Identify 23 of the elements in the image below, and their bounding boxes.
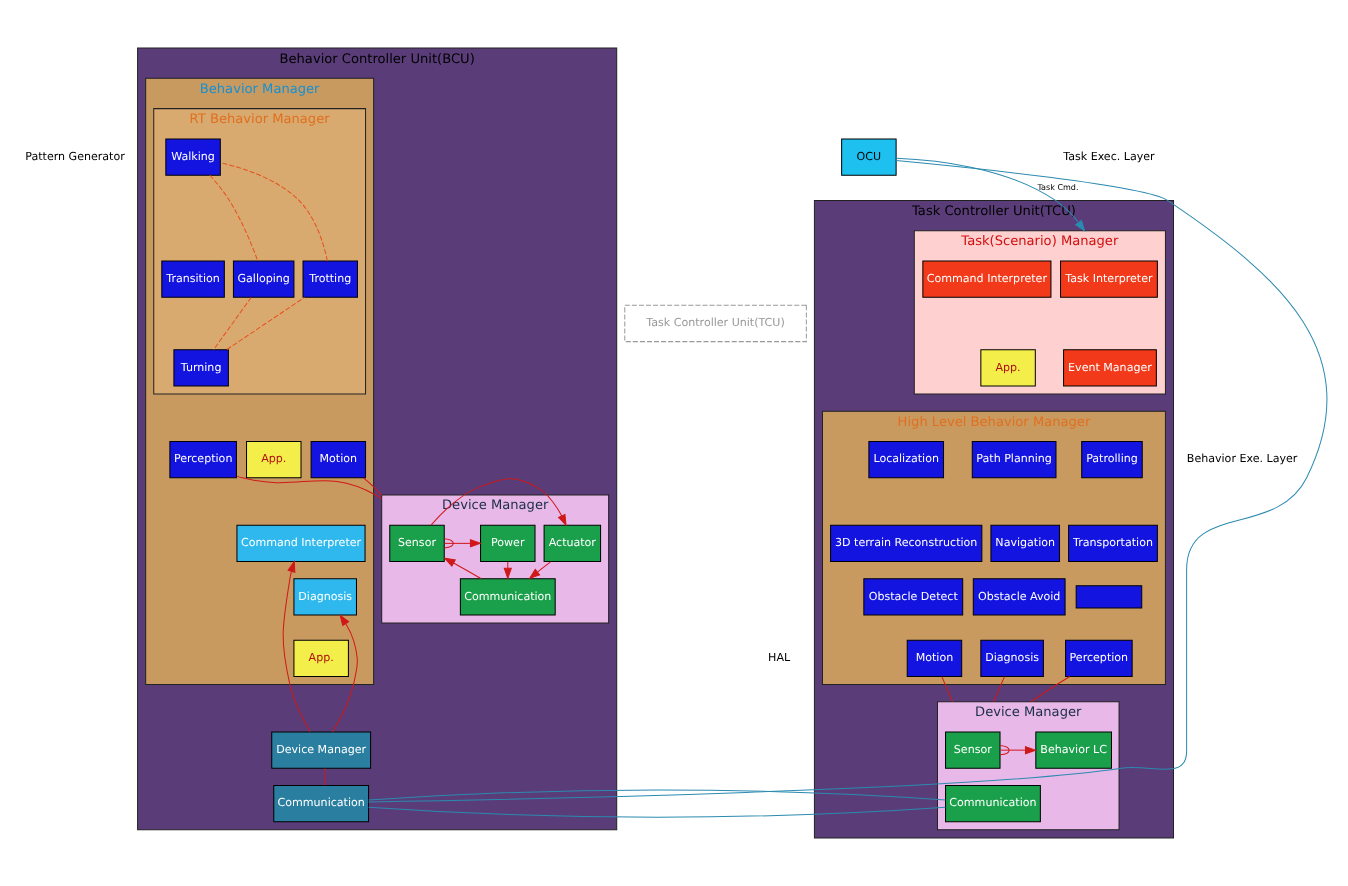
arrow [443,557,482,579]
connector [999,744,1010,756]
connector [368,789,946,818]
connector [941,676,954,703]
connector [368,160,1328,803]
connector [1030,676,1071,703]
arrow [895,157,1086,232]
connector [363,477,383,496]
arrow [282,560,311,733]
connector [993,676,1006,703]
node-box [1075,585,1143,609]
arrow [528,561,551,580]
arrow [430,478,567,527]
connector [226,296,305,351]
arrow [999,745,1038,755]
arrow [332,613,358,733]
connector [443,538,454,549]
connector [213,297,252,351]
connector [236,475,383,500]
connector [209,174,259,262]
arrow [443,539,483,548]
connector [324,768,326,786]
connector [220,162,328,262]
